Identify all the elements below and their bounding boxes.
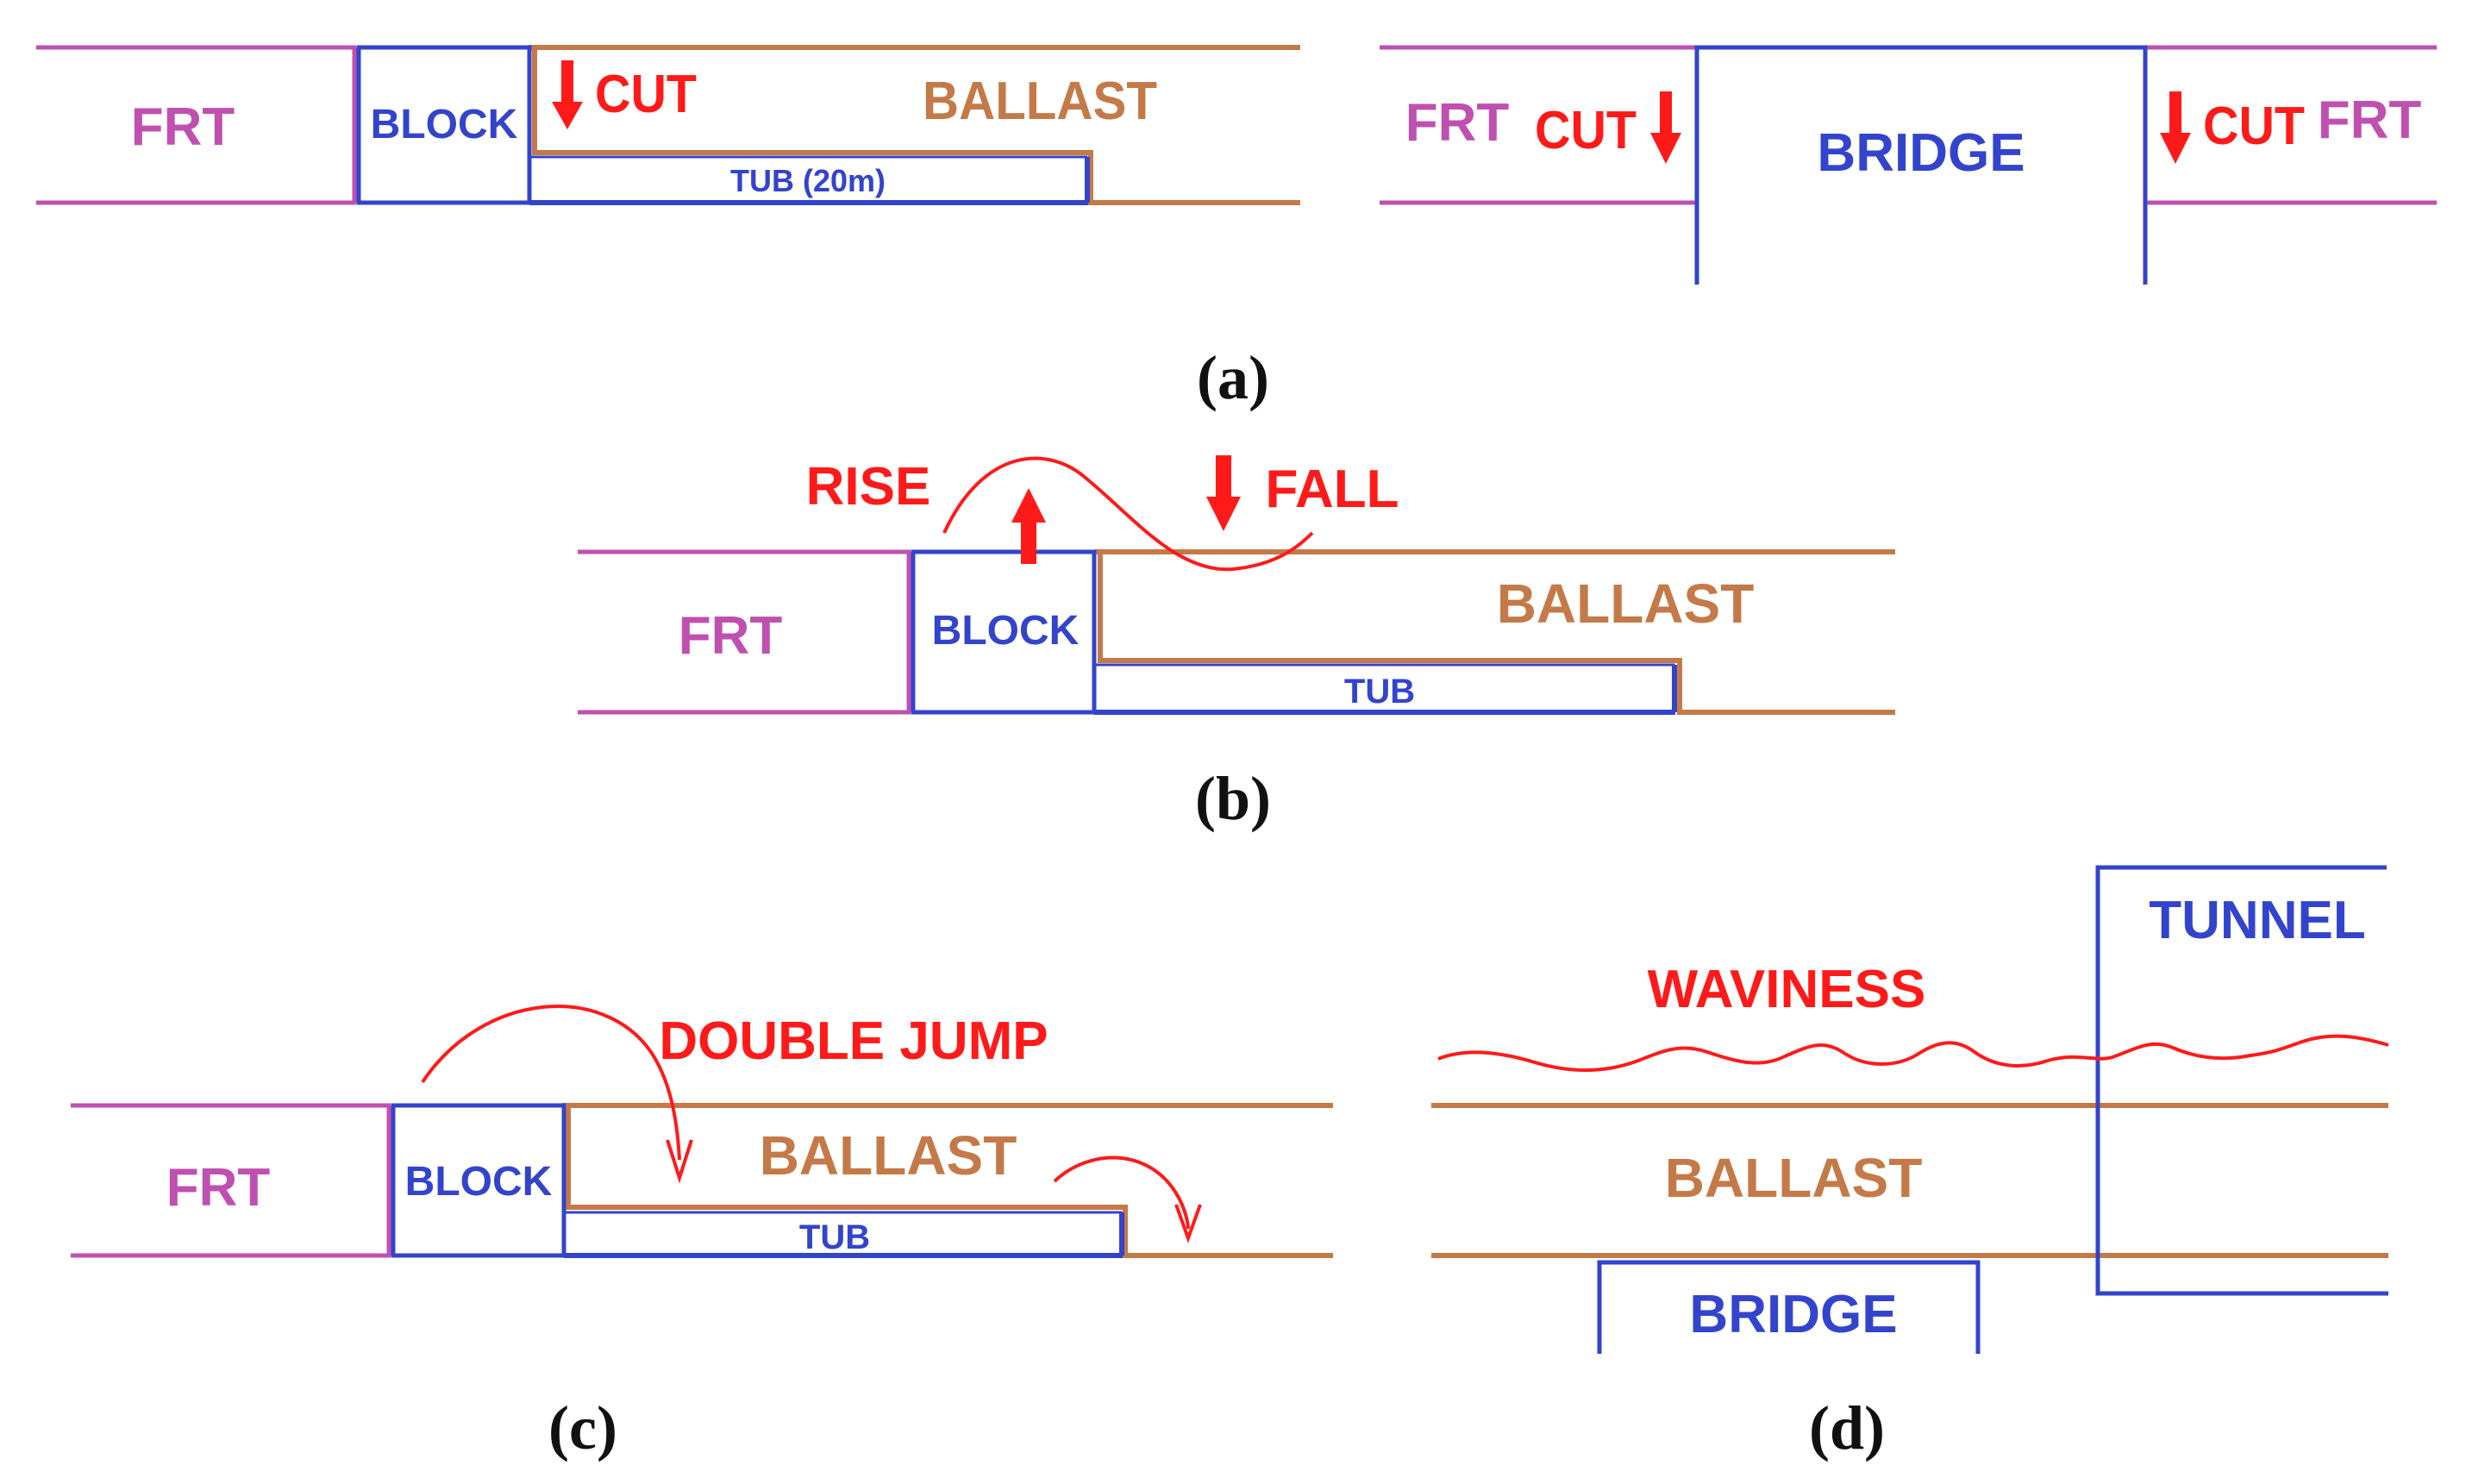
tub-label: TUB (20m): [730, 163, 886, 198]
tunnel-outline: [2095, 865, 2388, 1296]
double-jump-label: DOUBLE JUMP: [659, 1011, 1048, 1071]
frt-label: FRT: [166, 1158, 271, 1218]
first-jump-arrowhead-icon: [666, 1139, 693, 1184]
cut-label: CUT: [595, 65, 697, 124]
block-rect: [391, 1103, 566, 1258]
tunnel-label: TUNNEL: [2149, 891, 2365, 950]
bridge-outline: [1597, 1260, 1981, 1354]
panel-b: RISE FALL FRT BLOCK BALLAST TUB: [578, 455, 1895, 715]
ballast-label: BALLAST: [760, 1124, 1017, 1187]
caption-c: (c): [548, 1393, 617, 1462]
second-jump-curve: [1053, 1155, 1190, 1230]
ballast-label: BALLAST: [923, 72, 1157, 131]
cut-arrow-icon: [552, 60, 583, 129]
rise-arrow-icon: [1011, 488, 1046, 564]
panel-a-left: FRT BLOCK CUT BALLAST TUB (20m): [36, 45, 1300, 205]
second-jump-arrowhead-icon: [1174, 1204, 1202, 1243]
rise-label: RISE: [806, 457, 931, 517]
waviness-curve: [1437, 1034, 2389, 1073]
caption-d: (d): [1809, 1393, 1885, 1462]
bridge-label: BRIDGE: [1689, 1285, 1897, 1344]
cut-left-label: CUT: [1535, 101, 1637, 160]
ballast-outline: [532, 47, 1300, 205]
cut-right-label: CUT: [2203, 97, 2305, 156]
rise-fall-wave: [942, 456, 1314, 572]
cut-left-arrow-icon: [1650, 91, 1681, 164]
block-label: BLOCK: [405, 1159, 553, 1205]
frt-right-label: FRT: [2318, 91, 2422, 150]
cut-right-arrow-icon: [2160, 91, 2191, 164]
bridge-outline: [1694, 45, 2148, 285]
block-rect: [911, 549, 1097, 715]
ballast-outline: [1098, 552, 1895, 715]
block-label: BLOCK: [371, 102, 518, 147]
tub-label: TUB: [1344, 673, 1415, 711]
fall-arrow-icon: [1206, 455, 1241, 531]
frt-label: FRT: [131, 97, 235, 157]
waviness-label: WAVINESS: [1648, 960, 1926, 1019]
tub-label: TUB: [799, 1218, 870, 1256]
ballast-outline: [566, 1105, 1333, 1258]
ballast-label: BALLAST: [1497, 573, 1755, 635]
frt-left-label: FRT: [1405, 93, 1510, 153]
caption-a: (a): [1197, 343, 1269, 412]
block-label: BLOCK: [932, 608, 1080, 654]
panel-c: DOUBLE JUMP FRT BLOCK BALLAST TUB: [71, 1005, 1333, 1258]
caption-b: (b): [1195, 764, 1271, 833]
panel-d: TUNNEL WAVINESS BALLAST BRIDGE: [1431, 865, 2389, 1354]
first-jump-curve: [421, 1005, 681, 1161]
fall-label: FALL: [1266, 460, 1399, 519]
frt-label: FRT: [679, 606, 783, 666]
ballast-label: BALLAST: [1665, 1147, 1923, 1209]
panel-a-right: FRT CUT BRIDGE CUT FRT: [1380, 45, 2437, 285]
block-rect: [356, 45, 532, 205]
bridge-label: BRIDGE: [1817, 123, 2025, 183]
